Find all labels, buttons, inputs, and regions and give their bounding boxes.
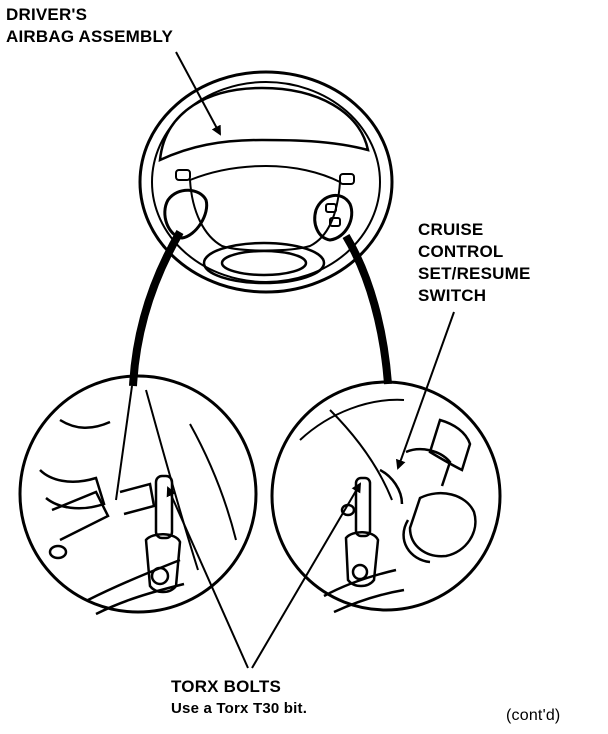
- cruise-control-label: CRUISE CONTROL SET/RESUME SWITCH: [418, 219, 531, 307]
- steering-wheel: [138, 70, 394, 294]
- airbag-label-line-2: AIRBAG ASSEMBLY: [6, 27, 174, 46]
- left-detail-view: [18, 374, 258, 616]
- torx-left-leader: [166, 486, 249, 669]
- right-detail-view: [270, 380, 502, 614]
- airbag-leader: [175, 51, 221, 136]
- torx-title: TORX BOLTS: [171, 677, 281, 696]
- connector-lines: [129, 229, 392, 387]
- leader-lines: [166, 51, 455, 669]
- airbag-label-line-1: DRIVER'S: [6, 5, 88, 24]
- cruise-label-line-3: SET/RESUME: [418, 264, 531, 283]
- cruise-label-line-2: CONTROL: [418, 242, 504, 261]
- continued-note: (cont'd): [506, 707, 561, 724]
- cruise-leader: [395, 311, 455, 470]
- torx-right-leader: [251, 482, 362, 669]
- cruise-label-line-1: CRUISE: [418, 220, 484, 239]
- airbag-assembly-label: DRIVER'S AIRBAG ASSEMBLY: [6, 4, 173, 48]
- torx-note: Use a Torx T30 bit.: [171, 700, 308, 717]
- torx-bolts-label: TORX BOLTS Use a Torx T30 bit.: [171, 676, 307, 720]
- cruise-label-line-4: SWITCH: [418, 286, 487, 305]
